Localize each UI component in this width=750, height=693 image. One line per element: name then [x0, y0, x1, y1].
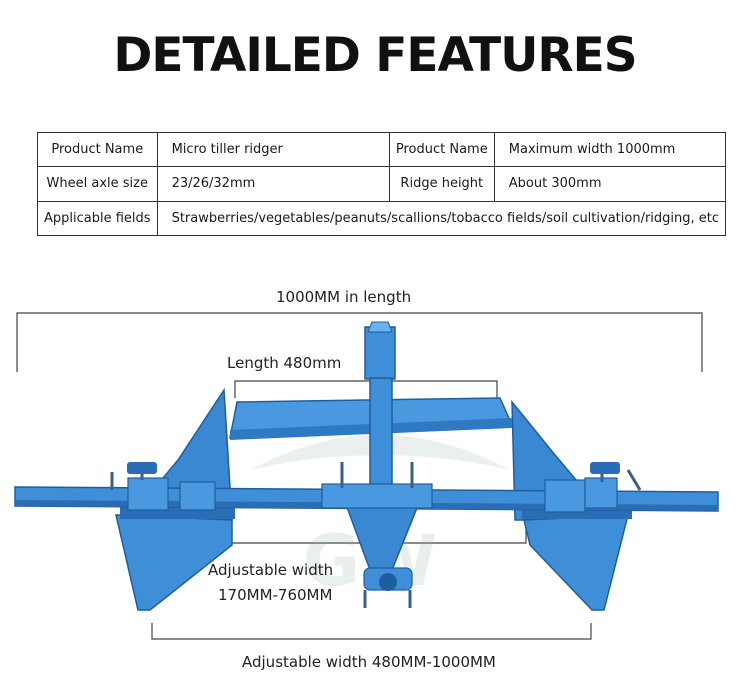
overall-length-label: 1000MM in length: [276, 288, 412, 306]
blade-length-label: Length 480mm: [227, 354, 342, 372]
spec-value: Micro tiller ridger: [156, 131, 390, 168]
spec-row: Product Name Micro tiller ridger Product…: [37, 131, 727, 168]
spec-key: Product Name: [37, 131, 158, 168]
spec-value: Strawberries/vegetables/peanuts/scallion…: [156, 200, 727, 237]
total-width-bracket: [151, 623, 592, 640]
overall-length-bracket: [16, 312, 703, 372]
spec-table: Product Name Micro tiller ridger Product…: [37, 131, 727, 237]
clamp-brackets: [127, 477, 618, 513]
total-width-label: Adjustable width 480MM-1000MM: [242, 653, 496, 671]
spec-key: Wheel axle size: [37, 166, 158, 202]
spec-key: Ridge height: [388, 166, 495, 202]
adjustable-width-range-label: 170MM-760MM: [218, 586, 333, 604]
page-title: DETAILED FEATURES: [113, 28, 637, 83]
blade-length-bracket: [234, 380, 498, 398]
spec-value: 23/26/32mm: [156, 166, 390, 202]
spec-row: Wheel axle size 23/26/32mm Ridge height …: [37, 166, 727, 202]
spec-key: Applicable fields: [37, 200, 158, 237]
spec-row: Applicable fields Strawberries/vegetable…: [37, 200, 727, 237]
handle-knobs: [127, 462, 620, 474]
adjustable-width-label: Adjustable width: [208, 561, 334, 579]
center-mast: [321, 321, 433, 591]
spec-key: Product Name: [388, 131, 495, 168]
